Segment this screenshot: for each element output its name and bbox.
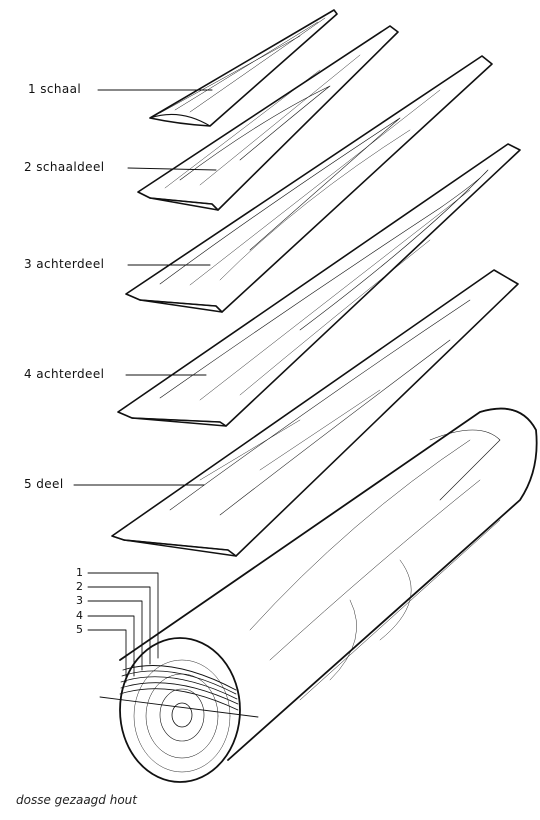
label-leaders	[73, 89, 217, 486]
caption: dosse gezaagd hout	[16, 793, 137, 807]
label-achterdeel-4: 4 achterdeel	[24, 367, 105, 381]
end-number-3: 3	[76, 594, 83, 607]
end-number-2: 2	[76, 580, 83, 593]
piece-3-achterdeel	[125, 55, 493, 313]
piece-1-schaal	[149, 9, 338, 127]
end-number-1: 1	[76, 566, 83, 579]
label-deel: 5 deel	[24, 477, 64, 491]
piece-4-achterdeel	[117, 143, 521, 427]
piece-2-schaaldeel	[137, 25, 399, 211]
end-number-leaders	[87, 572, 159, 683]
label-achterdeel-3: 3 achterdeel	[24, 257, 105, 271]
end-number-5: 5	[76, 623, 83, 636]
log	[99, 407, 538, 783]
piece-5-deel	[111, 269, 519, 557]
label-schaaldeel: 2 schaaldeel	[24, 160, 105, 174]
label-schaal: 1 schaal	[28, 82, 82, 96]
end-number-4: 4	[76, 609, 83, 622]
